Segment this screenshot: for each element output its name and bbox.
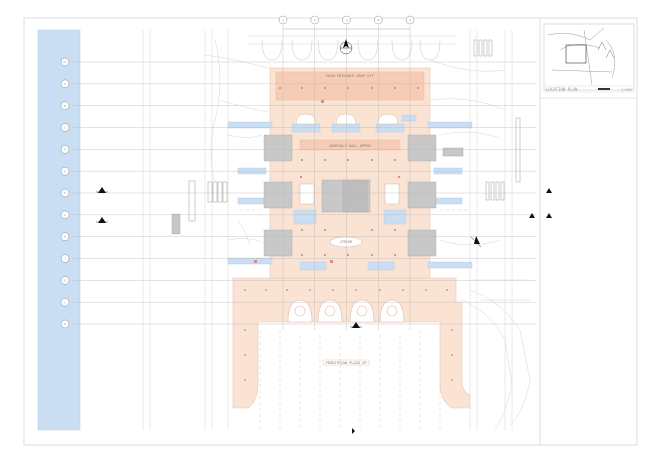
section-mark-left-1 xyxy=(96,187,108,193)
column-grid: 1 2 3 4 5 xyxy=(278,15,415,330)
row-grid-bubble xyxy=(60,254,70,263)
row-grid-label: B xyxy=(64,104,66,108)
upper-concourse xyxy=(275,71,425,101)
top-loops xyxy=(248,35,455,61)
gray-side-box-right xyxy=(442,147,464,157)
section-mark-bottom xyxy=(350,322,362,328)
row-grid-bubble xyxy=(60,232,70,241)
row-grid-bubble xyxy=(60,57,70,67)
row-grid-bubble xyxy=(60,297,70,307)
lower-plaza: PEDESTRIAN PLAZA UP xyxy=(232,277,471,409)
row-grid-label: J xyxy=(64,257,66,261)
row-grid-bubble xyxy=(60,319,70,329)
lower-plaza-label: PEDESTRIAN PLAZA UP xyxy=(325,361,366,365)
site-linework xyxy=(142,30,531,431)
row-grid-label: E xyxy=(64,169,66,173)
terminal-building: MAIN ENTRANCE DROP OFF xyxy=(227,67,473,279)
section-mark-right xyxy=(470,236,482,248)
column-grid-label: 1 xyxy=(282,18,284,22)
column-grid-bubble xyxy=(342,15,351,25)
column-grid-bubble xyxy=(310,15,319,25)
location-plan-title: LOCATION PLAN xyxy=(546,87,578,92)
row-grid-bubble xyxy=(60,123,70,132)
column-grid-label: 3 xyxy=(345,18,347,22)
water-strip xyxy=(37,29,81,431)
row-grid-label: D xyxy=(64,148,66,152)
row-grid-label: L xyxy=(64,300,66,304)
side-structures xyxy=(188,39,521,222)
row-grid-label: C xyxy=(64,126,66,130)
row-grid-label: G xyxy=(64,213,66,217)
upper-plaza-label: MAIN ENTRANCE DROP OFF xyxy=(326,74,374,78)
scale-bar xyxy=(598,88,610,90)
center-label: ATRIUM xyxy=(340,240,352,244)
column-grid-bubble xyxy=(278,15,288,25)
row-grid-label: K xyxy=(64,279,66,283)
concourse-label: ARRIVALS HALL UPPER xyxy=(329,144,371,148)
row-grid-label: M xyxy=(64,322,66,326)
core-blocks xyxy=(263,134,437,257)
gray-side-box xyxy=(171,213,181,235)
row-grid-bubble xyxy=(60,145,70,154)
row-grid-bubble xyxy=(60,101,70,110)
column-grid-label: 4 xyxy=(377,18,379,22)
north-arrow-top xyxy=(339,39,353,55)
column-grid-label: 5 xyxy=(409,18,411,22)
row-grid: A1A B C D E F G H J K L M xyxy=(60,57,536,329)
row-grid-bubble xyxy=(60,188,70,198)
column-grid-bubble xyxy=(405,15,415,25)
row-grid-bubble xyxy=(60,79,70,89)
row-grid-label: A xyxy=(64,82,66,86)
row-grid-bubble xyxy=(60,210,70,220)
row-grid-bubble xyxy=(60,276,70,285)
arrow-marks-right xyxy=(352,188,552,434)
row-grid-label: A1 xyxy=(63,60,67,64)
water-channels xyxy=(227,114,473,271)
row-grid-label: F xyxy=(64,191,66,195)
section-mark-left-2 xyxy=(96,217,108,223)
row-grid-label: H xyxy=(64,235,66,239)
column-grid-bubble xyxy=(374,15,383,25)
location-plan: LOCATION PLAN 1:500 xyxy=(540,23,637,99)
column-grid-label: 2 xyxy=(314,18,316,22)
row-grid-bubble xyxy=(60,166,70,176)
scale-text: 1:500 xyxy=(621,88,632,92)
